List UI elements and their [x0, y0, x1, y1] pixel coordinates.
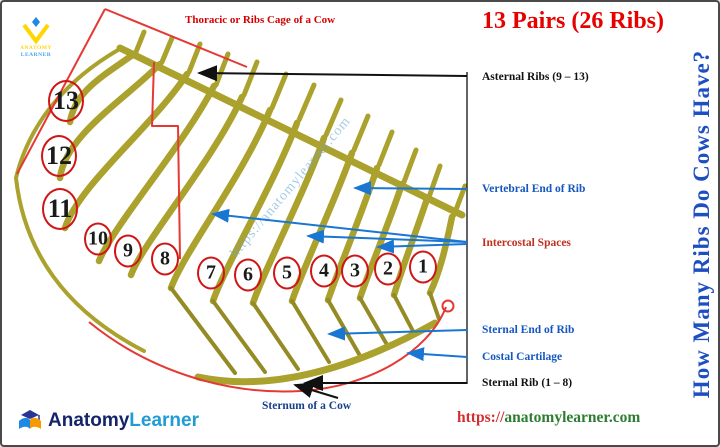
website-url[interactable]: https://anatomylearner.com [457, 409, 640, 427]
ribcage-drawing-group [14, 29, 468, 386]
rib-4 [324, 164, 381, 304]
red-asternal-boundary [151, 61, 181, 260]
label-sternum: Sternum of a Cow [262, 400, 352, 412]
rib-number-8: 8 [151, 242, 179, 276]
arrow-sternum [293, 382, 339, 399]
label-sternal-rib: Sternal Rib (1 – 8) [482, 377, 573, 389]
label-intercostal-spaces: Intercostal Spaces [482, 237, 571, 249]
rib-number-4: 4 [310, 254, 338, 288]
brand-logo-top: ANATOMY LEARNER [14, 16, 58, 65]
arrow-intercostal-2 [306, 229, 468, 244]
rib-number-10: 10 [84, 222, 112, 256]
rib-6 [249, 134, 328, 307]
rib-number-5: 5 [273, 256, 301, 290]
arrow-vertebral-end [353, 181, 468, 196]
rib-number-7: 7 [197, 256, 225, 290]
rib-number-1: 1 [409, 250, 437, 284]
arrow-costal-cartilage [406, 347, 468, 362]
rib-number-2: 2 [374, 252, 402, 286]
brand-logo-top-icon: ANATOMY LEARNER [20, 17, 52, 58]
svg-text:ANATOMY: ANATOMY [20, 45, 52, 51]
rib-1 [426, 213, 456, 297]
label-asternal-ribs: Asternal Ribs (9 – 13) [482, 71, 589, 83]
svg-text:LEARNER: LEARNER [21, 52, 52, 58]
spine-line [116, 44, 466, 219]
brand-logo-bottom-icon [19, 410, 41, 429]
arrow-sternal-end [327, 326, 468, 341]
arrow-intercostal-3 [376, 239, 468, 254]
arrow-asternal-ribs [197, 65, 468, 82]
black-arrows [197, 65, 468, 399]
blue-arrows [211, 181, 468, 362]
rib-number-12: 12 [41, 135, 77, 177]
red-pointer-upper [104, 8, 248, 68]
arrow-intercostal-1 [211, 208, 468, 243]
rib-number-13: 13 [48, 80, 84, 122]
spinous-processes [133, 29, 468, 218]
website-url-prefix: https:// [457, 409, 505, 426]
label-sternal-end: Sternal End of Rib [482, 324, 575, 336]
website-url-domain: anatomylearner.com [504, 409, 641, 426]
callout-lines-group [197, 65, 468, 399]
rib-number-9: 9 [114, 234, 142, 268]
red-loop [441, 299, 455, 313]
body-outline [14, 176, 146, 353]
rib-number-6: 6 [234, 258, 262, 292]
page-title: 13 Pairs (26 Ribs) [482, 8, 664, 34]
sternum-line [194, 319, 439, 386]
label-vertebral-end: Vertebral End of Rib [482, 183, 586, 195]
vertical-question-text: How Many Ribs Do Cows Have? [689, 49, 714, 398]
rib-number-3: 3 [341, 254, 369, 288]
rib-number-11: 11 [42, 188, 78, 230]
diagram-caption: Thoracic or Ribs Cage of a Cow [185, 14, 336, 26]
brand-name-anatomy: Anatomy [48, 410, 130, 431]
brand-name-learner: Learner [129, 410, 199, 431]
label-costal-cartilage: Costal Cartilage [482, 351, 563, 363]
rib-2 [390, 195, 431, 299]
